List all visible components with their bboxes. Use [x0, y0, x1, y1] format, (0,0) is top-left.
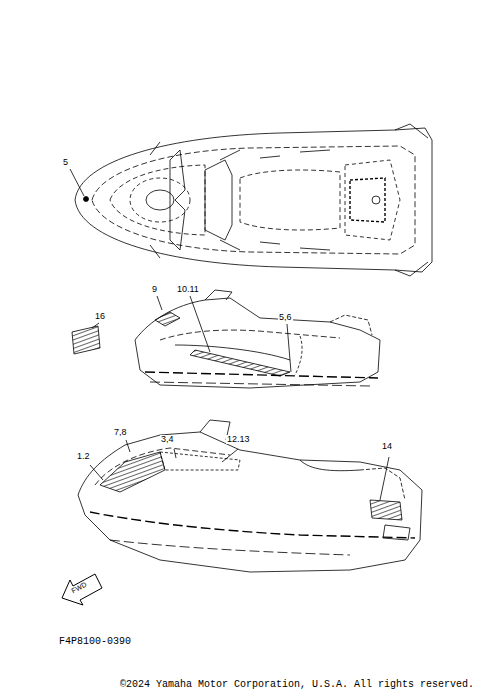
callout-number: 7,8: [113, 428, 128, 437]
footer-text: F4P8100-0390: [58, 637, 132, 647]
footer-text: ©2024 Yamaha Motor Corporation, U.S.A. A…: [119, 680, 475, 690]
callout-number: 14: [381, 442, 393, 451]
callout-number: 16: [94, 312, 106, 321]
callout-number: 12.13: [226, 435, 251, 444]
callout-number: 1.2: [76, 452, 91, 461]
callout-number: 5,6: [278, 313, 293, 322]
callout-number: 10.11: [176, 285, 200, 294]
callout-number: 5: [62, 158, 69, 167]
direction-label: FWD: [69, 580, 88, 595]
callout-number: 9: [151, 285, 158, 294]
callout-number: 3,4: [160, 435, 175, 444]
